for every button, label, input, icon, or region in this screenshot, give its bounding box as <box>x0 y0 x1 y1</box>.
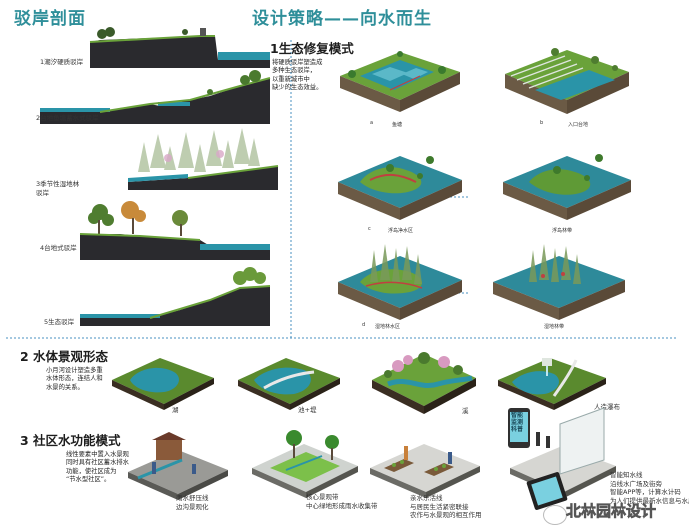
section-2-diagram <box>40 70 271 124</box>
wechat-icon <box>543 505 567 525</box>
community-scene-1 <box>128 432 228 500</box>
eco-panel-b <box>505 48 629 114</box>
eco-mode-description: 将硬质驳岸塑造成 多种生态驳岸， 以重新城市中 缺少的生态效益。 <box>272 59 323 92</box>
eco-panel-d2 <box>493 244 625 320</box>
section-4-diagram <box>79 201 270 260</box>
community-description: 线性要素中置入水景观 同时具有社区蓄水排水 功能，使社区成为 “节水型社区”。 <box>66 451 129 484</box>
eco-panel-d <box>338 244 462 320</box>
water-landscape-description: 小月河设计塑造多重 水体形态，连结人和 水景的关系。 <box>46 367 103 391</box>
section-5-label: 5生态驳岸 <box>44 318 75 326</box>
eco-panel-c2-caption: 浮岛林带 <box>552 228 573 234</box>
section-5-diagram <box>80 267 271 326</box>
eco-panel-d-letter: d <box>362 322 366 328</box>
water-landscape-heading: 2 水体景观形态 <box>20 349 109 364</box>
community-item-2-caption: 核心景观带 中心绿地形成雨水收集带 <box>306 493 378 510</box>
eco-panel-a-letter: a <box>370 120 374 126</box>
community-scene-4 <box>508 407 616 510</box>
phone-screen-text: 智能 监测 科普 <box>510 412 523 433</box>
section-1-diagram <box>89 27 270 68</box>
community-item-3-caption: 亲水乐活线 与居民生活紧密联接 农作与水景观的相互作用 <box>410 494 482 519</box>
landscape-lake <box>112 358 214 410</box>
section-3-label: 3季节性湿地林 驳岸 <box>36 180 80 197</box>
landscape-stream-caption: 溪 <box>462 407 469 415</box>
landscape-lake-caption: 湖 <box>172 406 179 414</box>
section-2-label: 2台地鱼塘蓄水式驳岸 <box>36 114 99 122</box>
eco-panel-b-caption: 入口台地 <box>568 122 589 128</box>
community-scene-2 <box>252 430 358 498</box>
landscape-pond-dike-caption: 池+堤 <box>298 406 317 414</box>
community-scene-3 <box>370 444 480 498</box>
eco-panel-d-caption: 湿地林水区 <box>375 324 401 330</box>
eco-panel-c-letter: c <box>368 226 371 232</box>
eco-panel-a <box>340 51 460 112</box>
section-1-label: 1潮汐硬质驳岸 <box>40 58 84 66</box>
community-item-4-caption: 智能知水线 沿线水广场及街旁 智能APP等，计算水计码 为人们提供最新水信息与水… <box>610 471 689 505</box>
eco-mode-heading: 1生态修复模式 <box>270 41 354 56</box>
eco-panel-c-caption: 浮岛净水区 <box>388 228 414 234</box>
section-3-diagram <box>128 128 279 190</box>
eco-panel-b-letter: b <box>540 120 544 126</box>
left-panel-title: 驳岸剖面 <box>14 9 86 29</box>
landscape-waterfall-caption: 人造瀑布 <box>594 403 620 411</box>
eco-panel-c <box>338 156 462 220</box>
landscape-pond-dike <box>238 358 340 410</box>
eco-panel-d2-caption: 湿地林带 <box>544 324 565 330</box>
watermark: 北林园林设计 <box>566 502 657 521</box>
landscape-stream <box>372 352 476 414</box>
landscape-waterfall <box>498 358 606 410</box>
section-4-label: 4台地式驳岸 <box>40 244 77 252</box>
strategy-title: 设计策略——向水而生 <box>252 9 432 29</box>
eco-panel-c2 <box>503 154 631 220</box>
community-heading: 3 社区水功能模式 <box>20 433 121 448</box>
community-item-1-caption: 雨水舒压线 边沟景观化 <box>176 494 209 511</box>
eco-panel-a-caption: 鱼塘 <box>392 122 403 128</box>
